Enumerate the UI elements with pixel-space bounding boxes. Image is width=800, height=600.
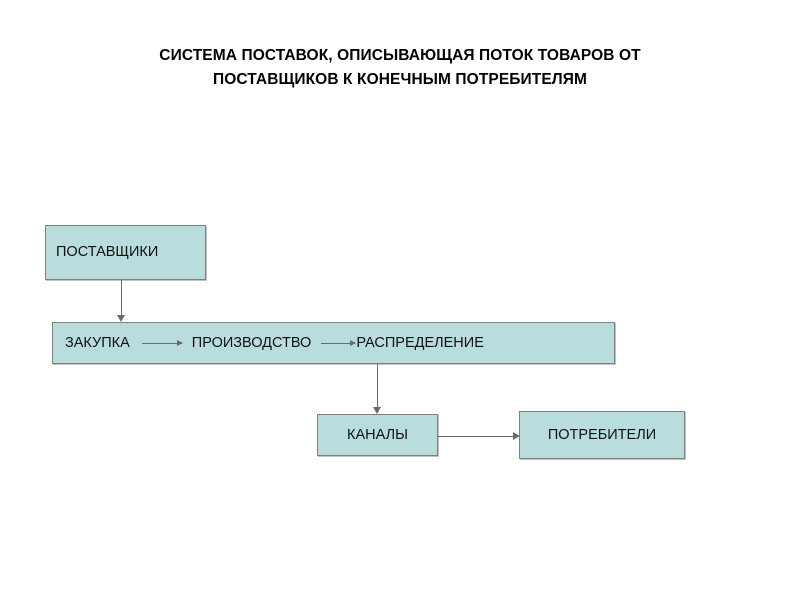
arrow-down-icon-distribution-to-channels: [373, 407, 381, 414]
arrow-right-icon-channels-to-consumers: [513, 432, 520, 440]
connector-suppliers-to-purchase: [121, 280, 122, 318]
process-row: ЗАКУПКА ПРОИЗВОДСТВО РАСПРЕДЕЛЕНИЕ: [65, 334, 602, 353]
node-process-band[interactable]: ЗАКУПКА ПРОИЗВОДСТВО РАСПРЕДЕЛЕНИЕ: [52, 322, 615, 364]
node-distribution-label: РАСПРЕДЕЛЕНИЕ: [356, 334, 484, 351]
node-channels[interactable]: КАНАЛЫ: [317, 414, 438, 456]
connector-distribution-to-channels: [377, 364, 378, 410]
arrow-right-icon-production-to-distribution: [321, 339, 357, 346]
node-suppliers[interactable]: ПОСТАВЩИКИ: [45, 225, 206, 280]
node-suppliers-label: ПОСТАВЩИКИ: [56, 244, 159, 260]
node-channels-label: КАНАЛЫ: [347, 426, 408, 443]
connector-channels-to-consumers: [438, 436, 516, 437]
arrow-down-icon-suppliers-to-purchase: [117, 315, 125, 322]
node-consumers[interactable]: ПОТРЕБИТЕЛИ: [519, 411, 685, 459]
arrow-right-icon-purchase-to-production: [141, 339, 183, 346]
node-production-label: ПРОИЗВОДСТВО: [191, 334, 312, 351]
page-title: СИСТЕМА ПОСТАВОК, ОПИСЫВАЮЩАЯ ПОТОК ТОВА…: [159, 47, 641, 88]
node-consumers-label: ПОТРЕБИТЕЛИ: [547, 427, 657, 443]
node-purchase-label: ЗАКУПКА: [65, 334, 130, 351]
